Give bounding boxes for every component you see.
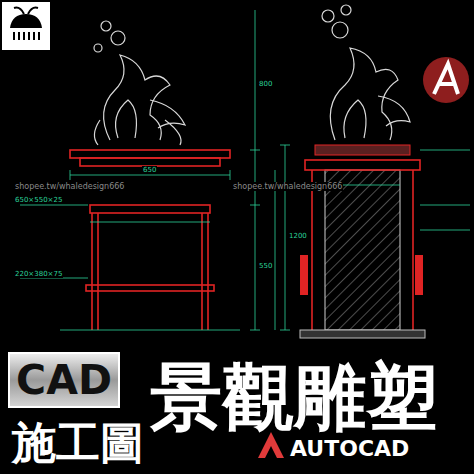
- cad-badge: CAD: [8, 352, 120, 408]
- badge-text: CAD: [16, 356, 112, 404]
- dimension: 800: [258, 80, 273, 88]
- watermark: shopee.tw/whaledesign666: [14, 182, 125, 191]
- annotation: 650×550×25: [14, 196, 63, 204]
- brand-name: AUTOCAD: [290, 436, 409, 461]
- dimension: 650: [142, 166, 157, 174]
- dimension: 550: [258, 262, 273, 270]
- dimension: 1200: [288, 232, 308, 240]
- main-title: 景觀雕塑: [150, 350, 438, 446]
- annotation: 220×380×75: [14, 270, 63, 278]
- watermark: shopee.tw/whaledesign666: [232, 182, 343, 191]
- subtitle: 施工圖: [12, 414, 144, 473]
